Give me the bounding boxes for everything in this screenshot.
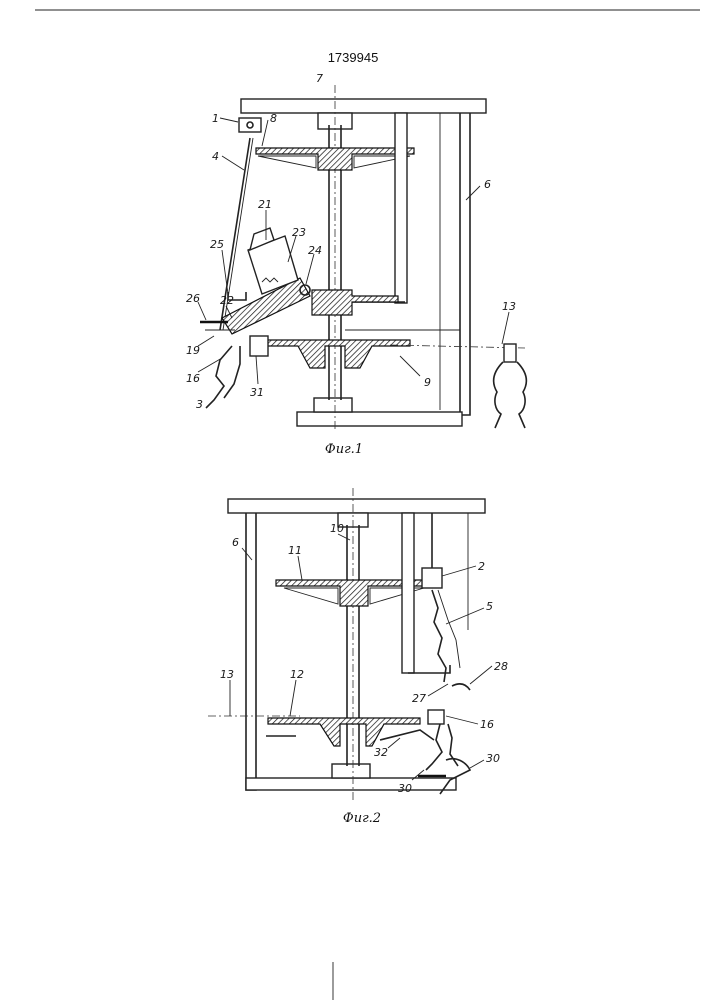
fig2-label-5: 5 xyxy=(486,600,493,613)
fig1-frame-post xyxy=(460,113,470,415)
fig1-leader-6 xyxy=(466,186,480,200)
fig1-label-24: 24 xyxy=(308,244,322,257)
fig2-label-11: 11 xyxy=(288,544,302,557)
fig1-label-25: 25 xyxy=(210,238,224,251)
fig2-upper-disk-rib-right xyxy=(370,588,424,604)
fig1-label-26: 26 xyxy=(186,292,200,305)
fig1-hook-13 xyxy=(504,344,516,362)
fig2-leader-16 xyxy=(446,716,478,724)
fig1-carcass-right xyxy=(494,362,527,428)
figure-1: 1 4 7 8 6 21 23 24 25 26 22 19 16 3 31 9… xyxy=(186,72,526,457)
fig2-base-plate xyxy=(246,778,456,790)
fig1-label-31: 31 xyxy=(250,386,264,399)
fig1-leader-19 xyxy=(198,336,214,346)
fig2-lever-28 xyxy=(452,684,470,690)
fig1-top-plate xyxy=(241,99,486,113)
fig2-label-6: 6 xyxy=(232,536,239,549)
fig1-label-3: 3 xyxy=(196,398,203,411)
fig1-leader-24 xyxy=(306,254,314,284)
fig1-lower-disk xyxy=(255,340,410,368)
fig2-label-27: 27 xyxy=(412,692,426,705)
fig1-leader-1 xyxy=(220,118,238,122)
fig1-middle-hub xyxy=(312,290,398,315)
fig2-leader-12 xyxy=(290,680,296,716)
fig1-leader-9 xyxy=(400,356,420,376)
fig2-label-2: 2 xyxy=(478,560,485,573)
fig1-hook-1 xyxy=(239,118,261,132)
fig2-lower-disk xyxy=(268,718,420,746)
figure-2: 10 6 11 2 5 28 27 13 12 16 32 30 30 Фиг.… xyxy=(208,488,508,826)
fig1-label-8: 8 xyxy=(270,112,277,125)
fig2-leader-6 xyxy=(242,548,252,560)
fig2-label-13: 13 xyxy=(220,668,234,681)
fig1-label-16: 16 xyxy=(186,372,200,385)
fig1-drive-rod xyxy=(395,113,407,303)
fig2-carcass xyxy=(426,724,458,770)
fig2-leader-28 xyxy=(470,666,492,684)
fig2-caption: Фиг.2 xyxy=(343,811,381,826)
fig2-top-plate xyxy=(228,499,485,513)
fig1-leader-13 xyxy=(502,312,509,344)
fig1-leader-4 xyxy=(222,156,244,170)
fig1-base-plate xyxy=(297,412,462,426)
fig2-hook-2 xyxy=(422,568,442,588)
fig2-drive-rod xyxy=(402,513,414,673)
fig2-gripper-16 xyxy=(428,710,444,724)
fig1-leader-8 xyxy=(262,120,268,146)
fig2-leader-11 xyxy=(298,556,302,580)
fig2-guide-32 xyxy=(380,730,434,740)
patent-number: 1739945 xyxy=(328,50,379,65)
fig1-leader-31 xyxy=(256,356,258,384)
fig1-label-13: 13 xyxy=(502,300,516,313)
fig2-label-30a: 30 xyxy=(398,782,412,795)
fig1-caption: Фиг.1 xyxy=(325,442,363,457)
fig1-label-1: 1 xyxy=(212,112,219,125)
fig1-base-bearing xyxy=(314,398,352,412)
fig1-label-22: 22 xyxy=(220,294,234,307)
fig2-label-12: 12 xyxy=(290,668,304,681)
fig1-label-7: 7 xyxy=(316,72,323,85)
fig2-leader-27 xyxy=(428,684,448,696)
fig2-label-32: 32 xyxy=(374,746,388,759)
fig2-leader-30b xyxy=(470,760,484,768)
fig2-leader-5 xyxy=(446,608,484,624)
fig1-label-9: 9 xyxy=(424,376,431,389)
fig2-upper-disk-rib-left xyxy=(284,588,338,604)
fig2-leader-32 xyxy=(388,738,400,748)
fig2-labels: 10 6 11 2 5 28 27 13 12 16 32 30 30 xyxy=(220,522,508,795)
fig1-leader-25 xyxy=(222,250,228,294)
fig1-label-21: 21 xyxy=(258,198,272,211)
fig1-label-6: 6 xyxy=(484,178,491,191)
fig2-label-30b: 30 xyxy=(486,752,500,765)
fig1-guide-31 xyxy=(250,336,268,356)
fig2-base-bearing xyxy=(332,764,370,778)
fig1-upper-disk-rib-left xyxy=(258,156,316,168)
fig2-chain-5 xyxy=(432,590,446,682)
fig2-label-28: 28 xyxy=(494,660,508,673)
fig1-label-19: 19 xyxy=(186,344,200,357)
fig2-leader-2 xyxy=(442,566,476,576)
fig2-label-10: 10 xyxy=(330,522,344,535)
fig1-carcass-left-outline xyxy=(224,346,240,398)
fig1-carcass-left-3 xyxy=(206,346,232,408)
fig2-label-16: 16 xyxy=(480,718,494,731)
fig2-chain-5-outer xyxy=(438,590,460,668)
fig1-label-23: 23 xyxy=(292,226,306,239)
fig1-label-4: 4 xyxy=(212,150,219,163)
fig1-upper-disk xyxy=(256,148,414,170)
